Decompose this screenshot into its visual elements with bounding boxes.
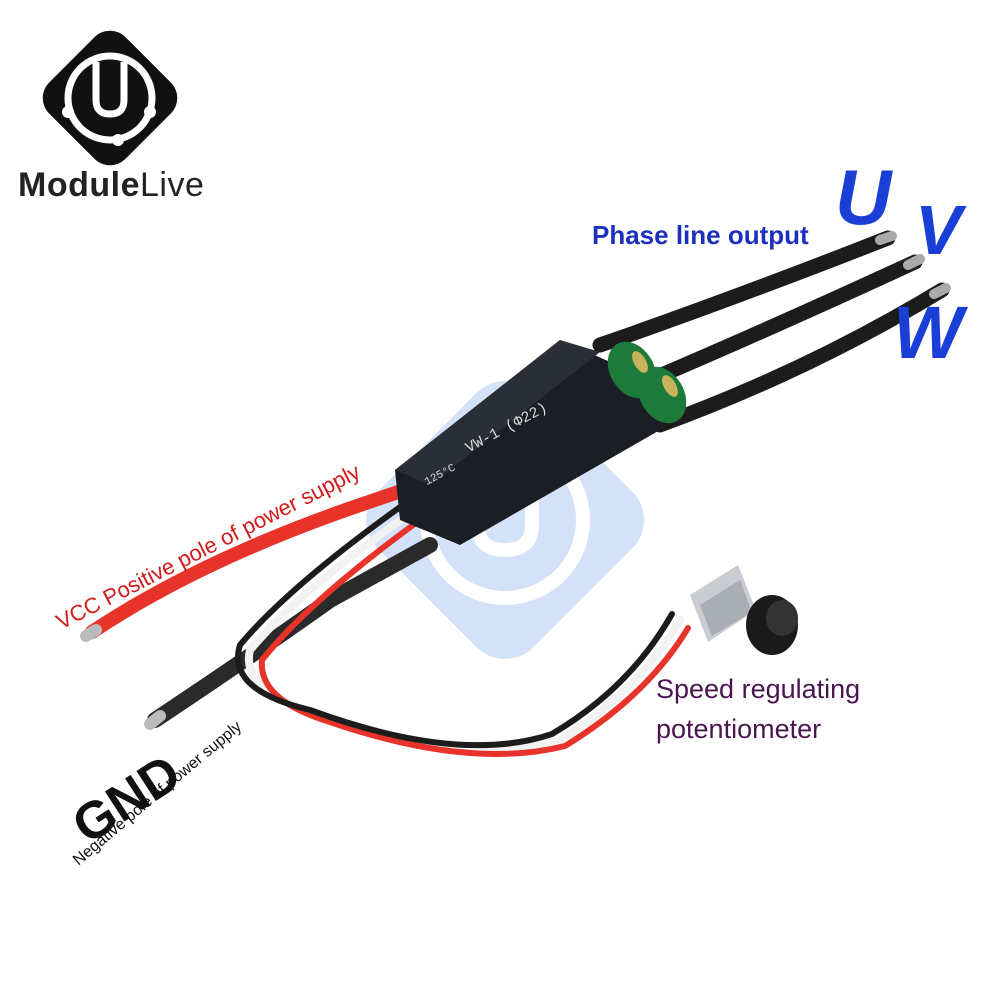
phase-u-label: U: [835, 153, 892, 241]
capacitor-icon: [607, 341, 687, 424]
controller-body: [395, 340, 660, 545]
speed-label-line1: Speed regulating: [656, 674, 861, 704]
phase-output-label: Phase line output: [592, 220, 809, 250]
vcc-wire: [85, 481, 417, 639]
potentiometer-icon: [690, 565, 798, 655]
gnd-wire: [147, 537, 438, 728]
brand-name-bold: Module: [18, 166, 140, 204]
brand-name: ModuleLive: [18, 166, 204, 205]
speed-label-line2: potentiometer: [656, 714, 822, 744]
phase-v-label: V: [915, 191, 962, 269]
phase-w-label: W: [893, 291, 963, 374]
modulelive-logo-icon: [42, 30, 178, 166]
brand-name-light: Live: [139, 166, 205, 204]
potentiometer-cable: [235, 497, 691, 757]
phase-wires: [592, 230, 951, 433]
